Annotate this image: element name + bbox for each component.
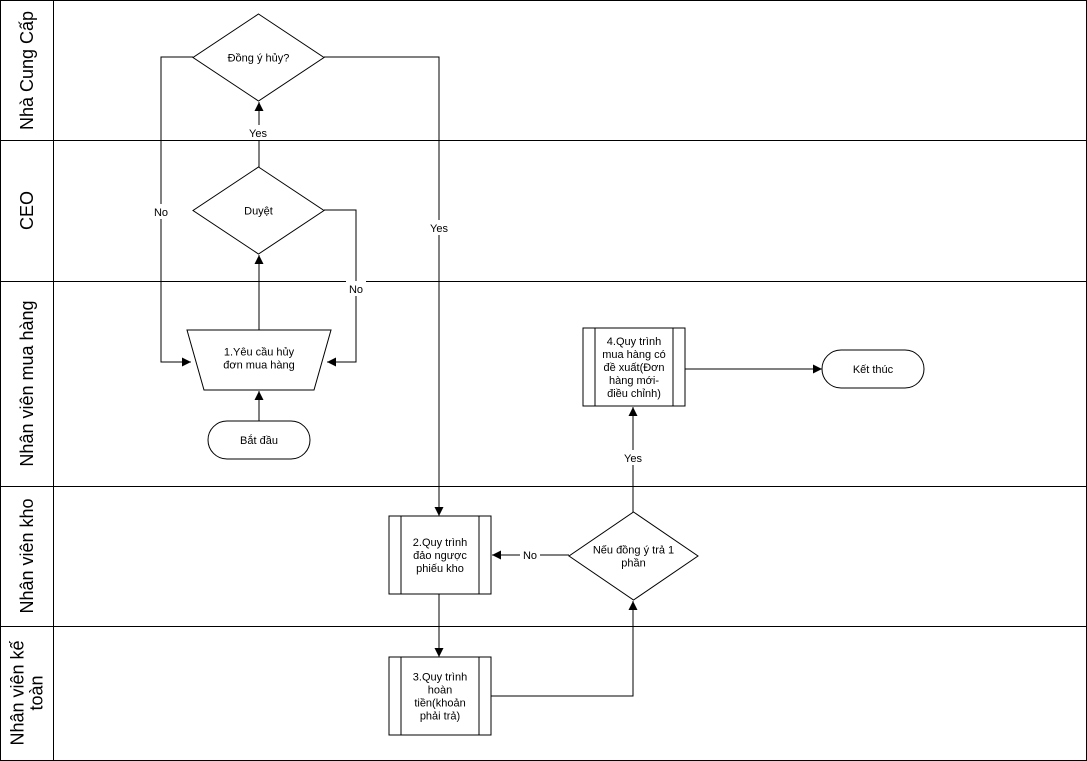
edge-label-background: [346, 281, 366, 296]
decision-diamond: [192, 166, 325, 255]
subprocess-box: [388, 656, 492, 736]
node-approve[interactable]: Duyệt: [192, 166, 325, 255]
edge-label: Yes: [624, 453, 642, 465]
subprocess-box: [582, 327, 686, 407]
node-start[interactable]: Bắt đầu: [207, 420, 311, 460]
terminator-shape: [207, 420, 311, 460]
decision-diamond: [192, 13, 325, 102]
node-label: Đồng ý hủy?: [228, 53, 290, 65]
lane-label-supplier: Nhà Cung Cấp: [17, 11, 37, 130]
lane-label-accounting: Nhân viên kếtoàn: [8, 640, 47, 745]
node-label: Bắt đầu: [240, 434, 278, 447]
edge-label-background: [244, 125, 272, 140]
node-end[interactable]: Kết thúc: [821, 349, 925, 389]
edge-label: No: [523, 550, 537, 562]
lane-label-warehouse: Nhân viên kho: [17, 498, 37, 613]
edge-label: No: [154, 207, 168, 219]
edge-label-background: [425, 220, 453, 235]
decision-diamond: [568, 511, 699, 601]
lane-label-purchasing: Nhân viên mua hàng: [17, 300, 37, 466]
node-agree-cancel[interactable]: Đồng ý hủy?: [192, 13, 325, 102]
edge-label-background: [520, 547, 540, 562]
subprocess-box: [388, 515, 492, 595]
node-label: Duyệt: [244, 206, 273, 218]
lane-label-ceo: CEO: [17, 191, 37, 230]
edge-refund-to-partial-return: [491, 601, 638, 697]
terminator-shape: [821, 349, 925, 389]
manual-operation-shape: [186, 329, 332, 391]
edge-label: Yes: [430, 223, 448, 235]
edge-agree-cancel-to-reverse-receipt: [324, 56, 444, 516]
node-label: Kết thúc: [853, 364, 894, 376]
edge-label: Yes: [249, 128, 267, 140]
edge-label: No: [349, 284, 363, 296]
edge-label-background: [151, 204, 171, 219]
edge-label-background: [619, 450, 647, 465]
